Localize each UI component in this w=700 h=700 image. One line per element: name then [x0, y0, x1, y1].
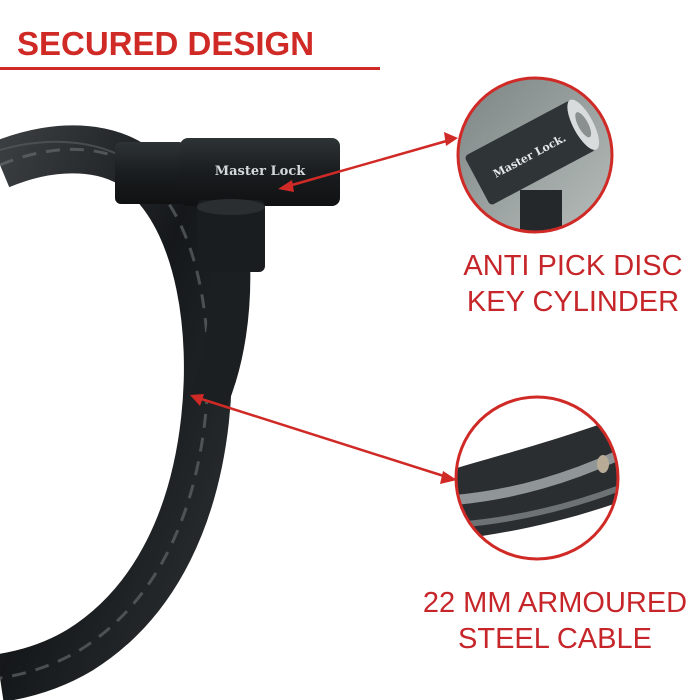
caption-line: 22 MM ARMOURED [422, 587, 688, 619]
brand-label: Master Lock [215, 164, 307, 179]
page-title: SECURED DESIGN [17, 25, 315, 62]
callout-arrow-2 [190, 394, 457, 484]
zoom-circle-key-cylinder: Master Lock. [456, 76, 614, 234]
caption-line: KEY CYLINDER [466, 286, 680, 318]
callout-caption-key-cylinder: ANTI PICK DISC KEY CYLINDER [430, 248, 700, 320]
callout-arrow-1 [278, 132, 458, 192]
caption-line: ANTI PICK DISC [463, 250, 683, 282]
title-underline [0, 67, 380, 70]
zoom-circle-cable [454, 395, 620, 561]
lock-head [115, 138, 340, 272]
callout-caption-cable: 22 MM ARMOURED STEEL CABLE [405, 585, 700, 657]
caption-line: STEEL CABLE [458, 623, 652, 655]
cable-stem [189, 259, 251, 408]
cable-loop [0, 125, 232, 700]
